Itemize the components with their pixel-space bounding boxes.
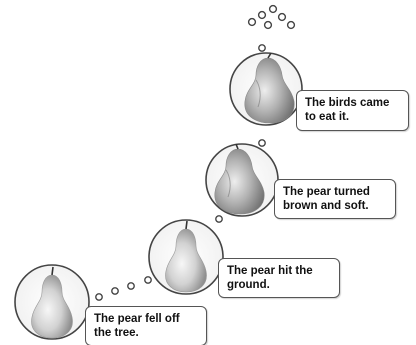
pear-bubble-3 (205, 143, 279, 217)
pear-bubble-1 (14, 264, 90, 340)
caption-step-3: The pear turned brown and soft. (274, 179, 396, 219)
pear-bubble-4 (229, 52, 303, 126)
pear-icon (31, 274, 73, 339)
pear-bubble-2 (148, 219, 224, 295)
caption-step-1: The pear fell off the tree. (85, 306, 207, 345)
caption-step-4: The birds came to eat it. (296, 90, 409, 131)
pear-icon (165, 228, 207, 293)
caption-step-2: The pear hit the ground. (218, 258, 340, 298)
pear-icon (244, 57, 295, 124)
pear-icon (214, 148, 265, 215)
